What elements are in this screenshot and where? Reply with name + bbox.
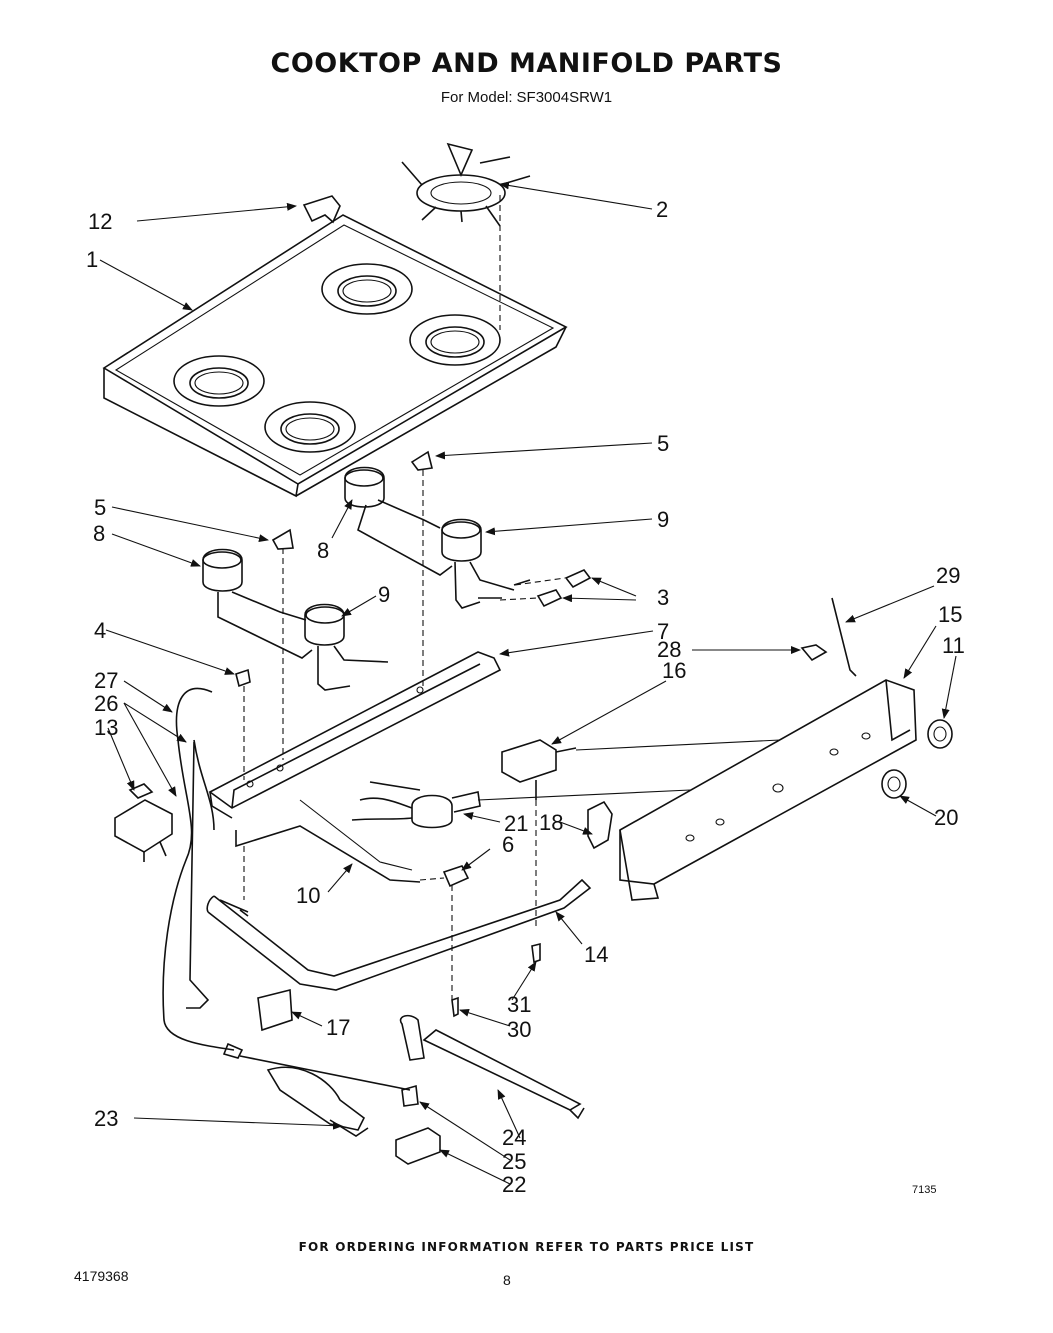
control-panel [619, 679, 917, 901]
callout-18: 18 [539, 810, 563, 835]
mounting-screw [451, 996, 459, 1018]
oven-igniter [395, 1127, 441, 1165]
burner-opening [321, 263, 413, 315]
guide-line [419, 877, 453, 1000]
ignition-rod [831, 597, 857, 677]
guide-line [499, 577, 566, 601]
callout-5-left: 5 [94, 495, 106, 520]
callout-25: 25 [502, 1149, 526, 1174]
pilot-tubing [299, 799, 413, 871]
callout-22: 22 [502, 1172, 526, 1197]
ordering-info-note: FOR ORDERING INFORMATION REFER TO PARTS … [298, 1240, 755, 1254]
callout-17: 17 [326, 1015, 350, 1040]
callout-21: 21 [504, 811, 528, 836]
callout-1: 1 [86, 247, 98, 272]
callout-8-left: 8 [93, 521, 105, 546]
right-burner-assembly [344, 466, 531, 609]
regulator-valve [114, 783, 173, 862]
callout-8-right: 8 [317, 538, 329, 563]
gas-tubing [162, 687, 244, 1059]
page-title: COOKTOP AND MANIFOLD PARTS [270, 48, 783, 79]
callout-9-left: 9 [378, 582, 390, 607]
orifice-fitting [564, 569, 592, 589]
callout-7: 7 [657, 619, 669, 644]
callout-26: 26 [94, 691, 118, 716]
callout-2: 2 [656, 197, 668, 222]
callout-4: 4 [94, 618, 106, 643]
callout-labels: 1 2 3 4 5 5 6 7 8 8 9 9 10 11 12 13 14 1… [86, 197, 965, 1197]
model-subtitle: For Model:SF3004SRW1 [0, 89, 1053, 106]
left-burner-assembly [202, 548, 389, 691]
callout-16: 16 [662, 658, 686, 683]
orifice-fitting [536, 589, 563, 608]
ignition-wire [239, 1055, 411, 1091]
pilot-tubing [235, 825, 421, 883]
callout-27: 27 [94, 668, 118, 693]
callout-13: 13 [94, 715, 118, 740]
burner-opening [409, 314, 501, 366]
callout-20: 20 [934, 805, 958, 830]
orifice-hood [401, 1084, 419, 1107]
callout-28: 28 [657, 637, 681, 662]
manifold-pipe [206, 878, 592, 991]
callout-24: 24 [502, 1125, 526, 1150]
page-number: 8 [503, 1272, 511, 1288]
valve-bracket [587, 800, 613, 850]
model-label: For Model: [440, 89, 513, 106]
hex-nut [235, 668, 251, 688]
burner-valve [351, 781, 481, 829]
orifice-fitting [442, 865, 470, 888]
control-knob [881, 769, 907, 799]
leader-lines [99, 181, 957, 1185]
pilot-assembly [266, 1066, 369, 1137]
cooktop-panel [102, 214, 568, 498]
callout-9-right: 9 [657, 507, 669, 532]
callout-5-right: 5 [657, 431, 669, 456]
burner-opening [264, 401, 356, 453]
top-clip [302, 195, 341, 224]
callout-3: 3 [657, 585, 669, 610]
model-number: SF3004SRW1 [516, 89, 613, 106]
drawing-code: 7135 [912, 1184, 937, 1196]
panel-screw [800, 644, 828, 662]
burner-clip [271, 528, 294, 550]
burner-grate [401, 142, 531, 227]
callout-15: 15 [938, 602, 962, 627]
callout-12: 12 [88, 209, 112, 234]
mounting-bracket [257, 988, 293, 1032]
guide-line [575, 739, 781, 751]
callout-10: 10 [296, 883, 320, 908]
oven-valve [501, 739, 577, 800]
control-knob [927, 719, 953, 749]
callout-14: 14 [584, 942, 608, 967]
document-number: 4179368 [74, 1268, 129, 1284]
mounting-screw [531, 942, 541, 964]
guide-line [477, 789, 691, 801]
burner-opening [173, 355, 265, 407]
manifold-bracket [208, 651, 502, 819]
oven-burner [399, 1014, 585, 1120]
callout-31: 31 [507, 992, 531, 1017]
callout-11: 11 [942, 633, 965, 658]
burner-clip [410, 450, 433, 471]
callout-30: 30 [507, 1017, 531, 1042]
callout-23: 23 [94, 1106, 118, 1131]
callout-6: 6 [502, 832, 514, 857]
callout-29: 29 [936, 563, 960, 588]
